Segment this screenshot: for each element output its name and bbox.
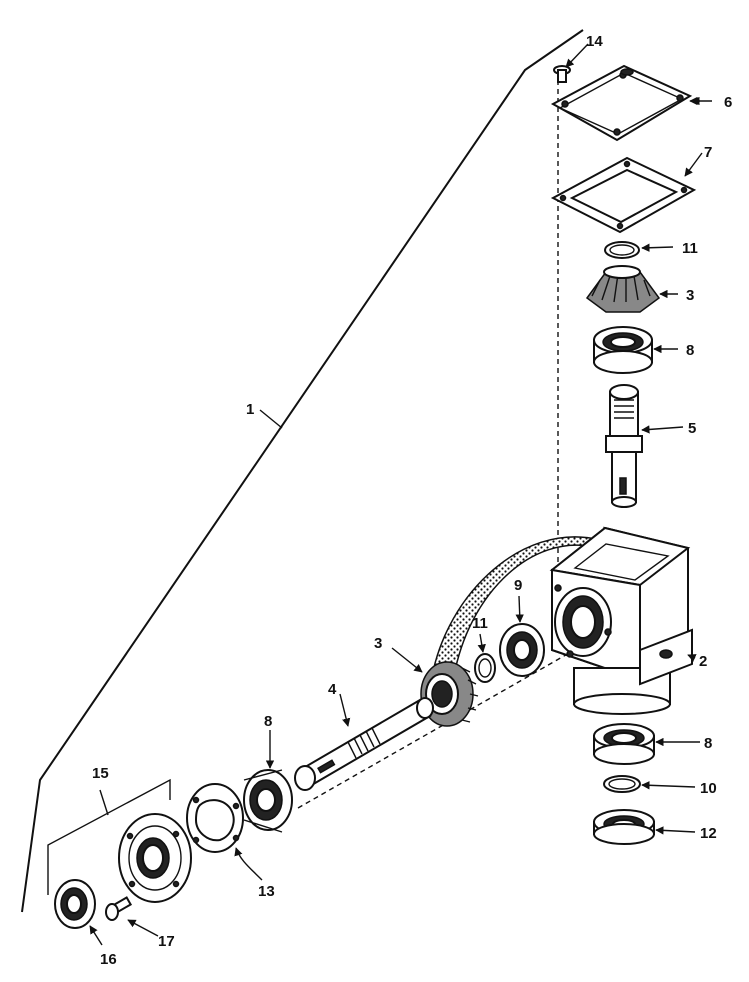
callout-16: 16 [100,951,117,968]
gasket-part-13 [186,783,244,853]
group-15-bracket [47,778,171,895]
callout-9: 9 [514,577,522,594]
callout-17: 17 [158,933,175,950]
callout-4: 4 [328,681,337,698]
callout-3-top: 3 [686,287,694,304]
callout-15: 15 [92,765,109,782]
callout-8-top: 8 [686,342,694,359]
bolt-part-17 [105,896,133,921]
assembly-bracket [21,29,584,913]
callout-10: 10 [700,780,717,797]
callout-2: 2 [699,653,707,670]
bearing-part-9 [499,623,545,677]
bevel-gear-part-3-left [420,661,479,727]
bevel-gear-part-3-top [585,265,661,313]
snap-ring-part-11-top [604,241,640,259]
bearing-part-8-top [593,326,653,374]
callout-13: 13 [258,883,275,900]
snap-ring-part-10 [603,775,641,793]
bearing-part-8-bottom [593,723,655,765]
callout-7: 7 [704,144,712,161]
callout-1: 1 [246,401,254,418]
bearing-part-8-left [243,769,293,833]
snap-ring-part-11-mid [474,653,496,683]
vertical-shaft-part-5 [605,384,643,508]
seal-part-12 [593,809,655,845]
gasket-part-7 [550,156,697,234]
callout-5: 5 [688,420,696,437]
cover-plate-part-6 [550,64,693,142]
callout-8-left: 8 [264,713,272,730]
callout-11-top: 11 [682,240,698,257]
callout-11-mid: 11 [472,615,488,632]
gearbox-housing-part-2 [549,526,693,715]
callout-6: 6 [724,94,732,111]
screw-part-14 [553,43,589,83]
horizontal-shaft-part-4 [294,697,434,791]
callout-8-bottom: 8 [704,735,712,752]
callout-14: 14 [586,33,603,50]
leader-lines [89,96,712,946]
seal-part-16 [54,879,96,929]
callout-12: 12 [700,825,717,842]
flange-part-15 [118,813,192,903]
callout-3-left: 3 [374,635,382,652]
